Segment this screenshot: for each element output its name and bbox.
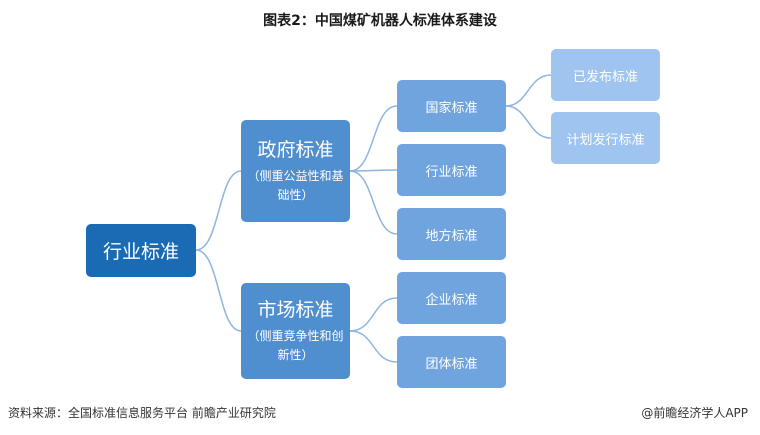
- connector-gov-industry: [349, 169, 398, 172]
- connector-gov-national: [349, 105, 398, 172]
- planned-standard-node: 计划发行标准: [551, 112, 660, 164]
- market-standard-node: 市场标准 （侧重竞争性和创新性）: [241, 283, 350, 379]
- group-standard-node: 团体标准: [397, 336, 506, 388]
- copyright-note: @前瞻经济学人APP: [641, 406, 748, 420]
- root-label: 行业标准: [102, 241, 179, 263]
- figure-title: 图表2：中国煤矿机器人标准体系建设: [263, 13, 497, 29]
- connector-market-group: [349, 330, 398, 363]
- market-note: （侧重竞争性和创新性）: [247, 329, 344, 362]
- connector-root-market: [195, 249, 242, 332]
- local-standard-node: 地方标准: [397, 208, 506, 260]
- connector-national-published: [505, 74, 552, 107]
- industry-standard-root-node: 行业标准: [86, 224, 196, 277]
- published-standard-label: 已发布标准: [572, 69, 638, 85]
- source-note: 资料来源：全国标准信息服务平台 前瞻产业研究院: [8, 406, 276, 420]
- enterprise-standard-node: 企业标准: [397, 272, 506, 324]
- government-note: （侧重公益性和基础性）: [247, 169, 344, 202]
- planned-standard-label: 计划发行标准: [566, 132, 645, 148]
- sector-standard-label: 行业标准: [425, 164, 478, 180]
- connector-national-planned: [505, 105, 552, 139]
- local-standard-label: 地方标准: [425, 228, 478, 244]
- government-label: 政府标准: [257, 139, 334, 161]
- national-standard-node: 国家标准: [397, 80, 506, 132]
- sector-standard-node: 行业标准: [397, 144, 506, 196]
- connector-market-enterprise: [349, 297, 398, 332]
- market-label: 市场标准: [257, 299, 334, 321]
- connector-root-gov: [195, 170, 242, 251]
- government-standard-node: 政府标准 （侧重公益性和基础性）: [241, 120, 350, 222]
- connector-gov-local: [349, 170, 398, 235]
- enterprise-standard-label: 企业标准: [425, 292, 478, 308]
- national-standard-label: 国家标准: [425, 100, 478, 116]
- group-standard-label: 团体标准: [425, 356, 478, 372]
- published-standard-node: 已发布标准: [551, 49, 660, 101]
